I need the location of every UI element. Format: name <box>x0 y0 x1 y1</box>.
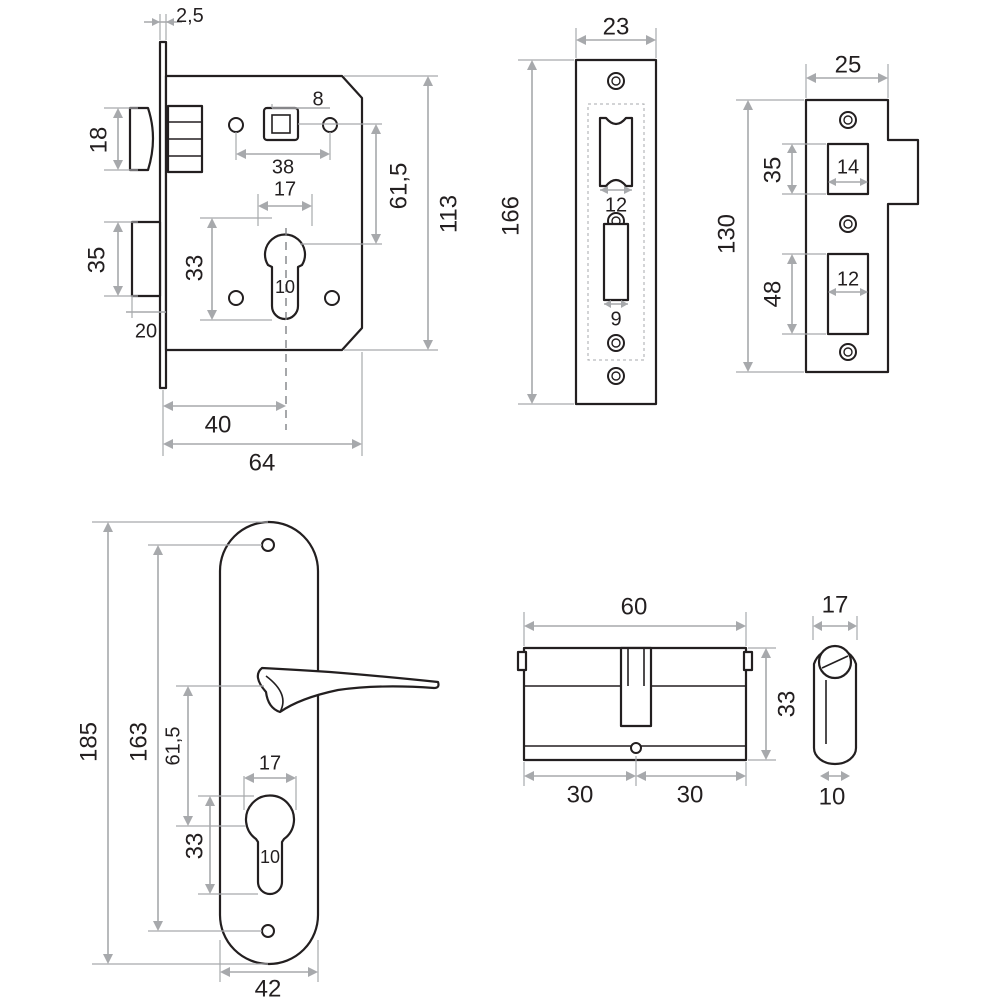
dim-body-height: 113 <box>435 195 462 233</box>
dim-bolt-opening-height: 48 <box>759 281 786 308</box>
dim-plate-total-height: 185 <box>75 722 102 762</box>
screw-hole <box>322 117 338 133</box>
dim-cylinder-length: 60 <box>621 593 648 620</box>
mortise-body-view: 2,5 18 35 20 8 38 61 <box>83 5 462 476</box>
bolt-slot <box>602 222 630 302</box>
dim-cylinder-right-half: 30 <box>677 781 704 808</box>
dim-spindle-square: 8 <box>312 88 323 110</box>
screw-hole <box>261 538 275 552</box>
screw-hole <box>261 924 275 938</box>
cylinder-right-cap <box>742 650 754 672</box>
cylinder-keyhole <box>244 794 296 896</box>
dim-latch-slot: 12 <box>605 194 627 216</box>
latch-opening <box>826 142 870 196</box>
spindle-square <box>271 114 291 134</box>
dim-handle-to-cylinder: 61,5 <box>162 727 184 766</box>
dim-plate-cylinder-width: 17 <box>259 752 281 774</box>
latch-bolt <box>128 106 155 172</box>
dim-plate-screw-spacing: 163 <box>125 722 152 762</box>
dim-cylinder-height: 33 <box>181 255 208 282</box>
lever-handle <box>256 666 440 714</box>
dim-plate-width: 42 <box>255 975 282 1000</box>
fixing-screw-hole <box>630 742 642 754</box>
dim-bolt-opening-width: 12 <box>837 268 859 290</box>
dim-bolt-slot: 9 <box>610 308 621 330</box>
mortise-case <box>164 74 364 352</box>
latch-slot <box>598 116 634 188</box>
dim-plate-cylinder-height: 33 <box>181 833 208 860</box>
dim-cylinder-width: 17 <box>274 178 296 200</box>
dim-strike-width: 25 <box>835 51 862 78</box>
strike-plate-view: 14 12 35 48 25 130 <box>713 51 920 374</box>
cylinder-end-view: 17 10 <box>812 591 858 810</box>
cylinder-cam <box>619 646 653 728</box>
cylinder-view: 60 33 30 30 <box>516 593 800 808</box>
spindle-hub <box>262 106 300 142</box>
dim-latch-height: 18 <box>85 127 112 154</box>
dim-end-width: 17 <box>822 591 849 618</box>
dim-center-distance: 61,5 <box>385 163 412 210</box>
dim-cylinder-height: 33 <box>773 691 800 718</box>
dim-backset: 40 <box>205 411 232 438</box>
dim-end-bottom-width: 10 <box>819 783 846 810</box>
dim-strike-height: 130 <box>713 214 740 254</box>
handle-backplate <box>218 520 320 966</box>
cylinder-left-cap <box>516 650 528 672</box>
dim-screw-spacing: 38 <box>272 156 294 178</box>
dim-faceplate-height: 166 <box>497 196 524 236</box>
dim-faceplate-thickness: 2,5 <box>176 5 204 27</box>
dim-bolt-height: 35 <box>83 247 110 274</box>
dim-plate-cam-width: 10 <box>260 847 280 867</box>
screw-hole <box>324 290 340 306</box>
dim-bolt-throw: 20 <box>135 320 157 342</box>
dim-latch-opening-height: 35 <box>759 157 786 184</box>
faceplate-view: 12 9 23 166 <box>497 13 658 406</box>
dim-cam-width: 10 <box>275 277 295 297</box>
dim-faceplate-width: 23 <box>603 13 630 40</box>
dim-body-depth: 64 <box>249 449 276 476</box>
dead-bolt <box>130 220 162 298</box>
screw-hole <box>228 290 244 306</box>
cylinder-keyhole <box>263 233 307 321</box>
screw-hole <box>228 117 244 133</box>
dim-latch-opening-width: 14 <box>837 156 859 178</box>
dim-cylinder-left-half: 30 <box>567 781 594 808</box>
handle-plate-view: 185 163 61,5 17 33 10 <box>75 520 440 1002</box>
